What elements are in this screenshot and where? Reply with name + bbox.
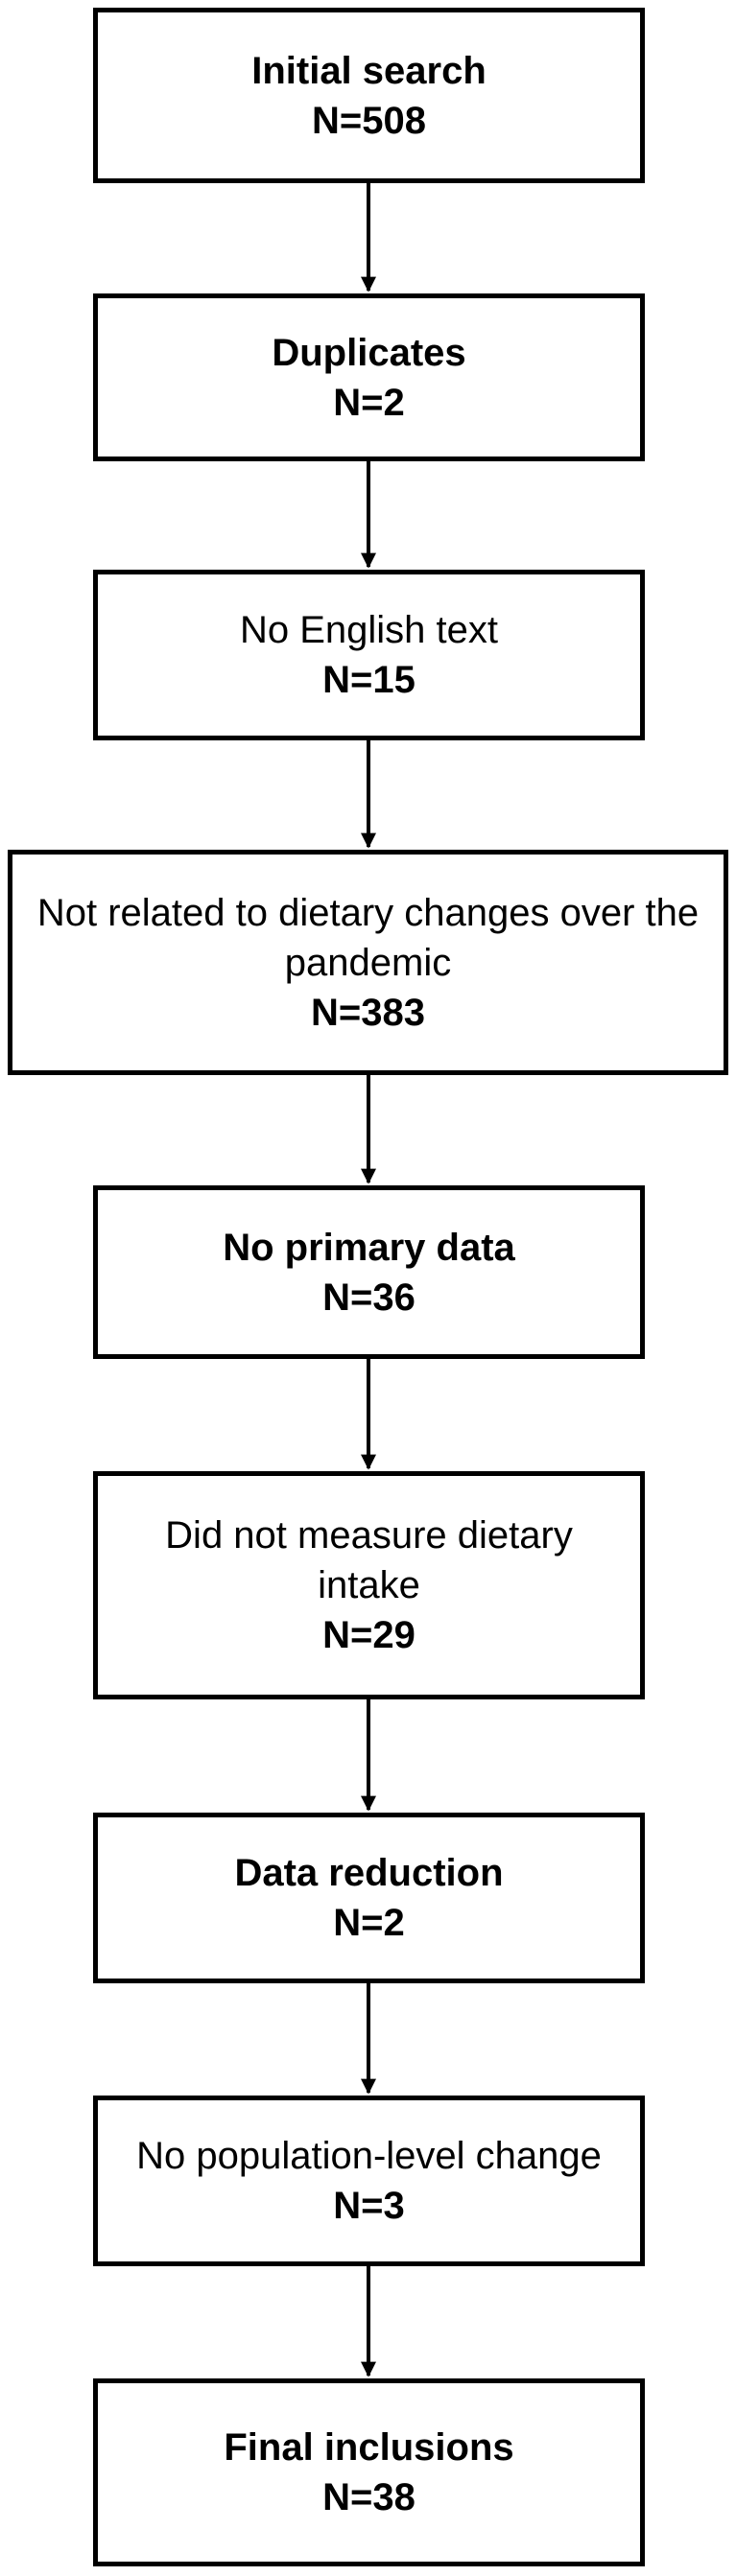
step-label: Data reduction bbox=[234, 1852, 504, 1894]
step-no-english-text: No English text N=15 bbox=[93, 570, 645, 740]
step-count: N=15 bbox=[322, 659, 415, 701]
step-count: N=38 bbox=[322, 2476, 415, 2518]
step-label: No English text bbox=[239, 609, 499, 651]
step-count: N=36 bbox=[322, 1276, 415, 1319]
step-label: Initial search bbox=[251, 49, 487, 92]
step-initial-search: Initial search N=508 bbox=[93, 8, 645, 183]
step-label: Did not measure dietary intake bbox=[165, 1514, 573, 1606]
step-count: N=3 bbox=[333, 2185, 405, 2227]
step-data-reduction: Data reduction N=2 bbox=[93, 1813, 645, 1983]
step-count: N=383 bbox=[311, 991, 425, 1034]
step-final-inclusions: Final inclusions N=38 bbox=[93, 2378, 645, 2566]
step-label: No population-level change bbox=[136, 2135, 602, 2177]
step-duplicates: Duplicates N=2 bbox=[93, 293, 645, 461]
step-label: No primary data bbox=[223, 1226, 515, 1269]
step-no-population-level-change: No population-level change N=3 bbox=[93, 2096, 645, 2266]
step-count: N=29 bbox=[322, 1614, 415, 1656]
step-label: Not related to dietary changes over the … bbox=[36, 891, 700, 984]
step-label: Final inclusions bbox=[224, 2426, 514, 2469]
step-did-not-measure-dietary-intake: Did not measure dietary intake N=29 bbox=[93, 1471, 645, 1699]
step-count: N=508 bbox=[312, 99, 426, 142]
step-no-primary-data: No primary data N=36 bbox=[93, 1185, 645, 1359]
step-not-related-dietary-changes: Not related to dietary changes over the … bbox=[8, 850, 728, 1075]
step-count: N=2 bbox=[333, 381, 405, 424]
step-count: N=2 bbox=[333, 1902, 405, 1944]
step-label: Duplicates bbox=[272, 331, 466, 374]
